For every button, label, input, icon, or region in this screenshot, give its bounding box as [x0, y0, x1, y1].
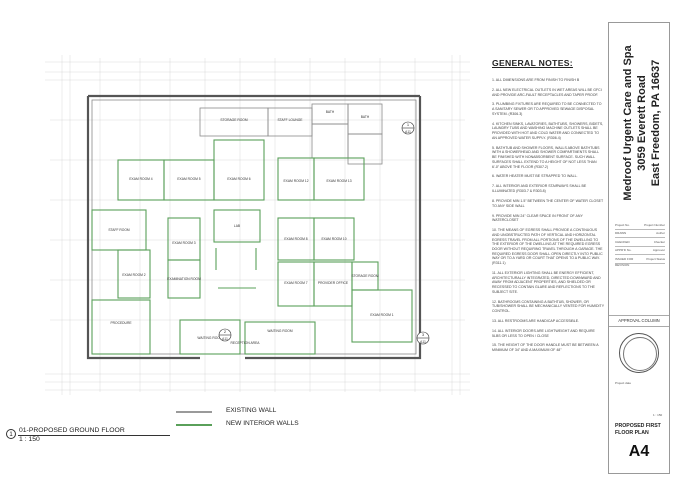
room-exam-12: EXAM ROOM 12	[283, 179, 308, 183]
revision-label: REVISION	[615, 263, 630, 267]
svg-text:A11: A11	[420, 340, 426, 344]
view-number: 1	[6, 429, 16, 439]
room-labels: STORAGE ROOM STAFF LOUNGE BATH BATH EXAM…	[108, 110, 393, 345]
row-value: Author	[656, 231, 665, 236]
room-exam-7: EXAM ROOM 7	[284, 281, 307, 285]
section-marker-3: 3 A11	[416, 331, 430, 345]
sheet-title: PROPOSED FIRST FLOOR PLAN	[615, 423, 661, 436]
new-wall-label: NEW INTERIOR WALLS	[226, 420, 299, 427]
view-title-underline	[18, 435, 170, 436]
section-marker-1: 1 A11	[401, 121, 415, 135]
room-exam-1: EXAM ROOM 1	[370, 313, 393, 317]
room-exam-13: EXAM ROOM 13	[326, 179, 351, 183]
room-bath-2: BATH	[361, 115, 370, 119]
section-marker-2: 2 A11	[218, 328, 232, 342]
svg-text:A11: A11	[222, 337, 228, 341]
new-interior-walls	[91, 139, 413, 355]
approval-column: APPROVAL COLUMN	[609, 315, 669, 327]
row-value: Project Status	[646, 256, 665, 261]
view-scale: 1 : 150	[19, 436, 40, 443]
note-item: 2. ALL NEW ELECTRICAL OUTLETS IN WET ARE…	[492, 87, 602, 97]
scale-label: 1 : 150	[653, 413, 663, 417]
note-item: 4. KITCHEN SINKS, LAVATORIES, BATHTUBS, …	[492, 121, 604, 140]
note-item: 11. ALL EXTERIOR LIGHTING SHALL BE ENERG…	[492, 270, 601, 294]
room-exam-2: EXAM ROOM 2	[122, 273, 145, 277]
note-item: 12. BATHROOMS CONTAINING A BATHTUB, SHOW…	[492, 299, 605, 314]
note-item: 9. PROVIDE MIN 24" CLEAR SPACE IN FRONT …	[492, 213, 583, 223]
note-item: 5. BATHTUB AND SHOWER FLOORS, WALLS ABOV…	[492, 145, 600, 169]
room-examination: EXAMINATION ROOM	[167, 277, 201, 281]
notes-title: GENERAL NOTES:	[492, 58, 573, 68]
row-label: Project No.	[615, 222, 630, 227]
project-date: Project date	[615, 381, 632, 385]
room-exam-6: EXAM ROOM 6	[227, 177, 250, 181]
notes-list: 1. ALL DIMENSIONS ARE FROM FINISH TO FIN…	[492, 78, 604, 353]
project-info: Medroof Urgent Care and Spa 3059 Everett…	[617, 27, 667, 217]
view-name: 01-PROPOSED GROUND FLOOR	[19, 427, 125, 434]
row-label: ISSUED FOR	[615, 256, 634, 261]
room-bath-1: BATH	[326, 110, 335, 114]
room-exam-5: EXAM ROOM 5	[177, 177, 200, 181]
row-value: Approver	[652, 248, 665, 253]
row-value: Project Number	[644, 222, 665, 227]
grid-lines	[45, 55, 470, 395]
floor-plan: STORAGE ROOM STAFF LOUNGE BATH BATH EXAM…	[45, 55, 470, 395]
title-block-row: ISSUED FOR Project Status	[615, 255, 665, 264]
room-exam-3: EXAM ROOM 3	[172, 241, 195, 245]
address-line-1: 3059 Everett Road	[636, 75, 648, 171]
title-block: Medroof Urgent Care and Spa 3059 Everett…	[608, 22, 670, 474]
note-item: 3. PLUMBING FIXTURES ARE REQUIRED TO BE …	[492, 102, 602, 116]
existing-wall-swatch	[176, 411, 212, 413]
room-exam-10: EXAM ROOM 10	[321, 237, 346, 241]
general-notes: GENERAL NOTES: 1. ALL DIMENSIONS ARE FRO…	[492, 58, 604, 358]
row-label: APPR'D No.	[615, 248, 632, 253]
room-provider-office: PROVIDER OFFICE	[318, 281, 349, 285]
svg-text:A11: A11	[405, 130, 411, 134]
room-staff-lounge: STAFF LOUNGE	[277, 118, 303, 122]
room-storage: STORAGE ROOM	[220, 118, 247, 122]
svg-text:3: 3	[422, 332, 425, 337]
row-label: DRAWN	[615, 231, 627, 236]
room-waiting: WAITING ROOM	[197, 336, 222, 340]
row-value: Checker	[653, 239, 665, 244]
existing-walls	[86, 94, 422, 360]
room-reception: RECEPTION AREA	[231, 341, 261, 345]
title-block-row: APPR'D No. Approver	[615, 247, 665, 255]
room-exam-8: EXAM ROOM 8	[284, 237, 307, 241]
title-block-row: CHECKED Checker	[615, 238, 665, 247]
new-wall-swatch	[176, 424, 212, 426]
room-procedure: PROCEDURE	[110, 321, 132, 325]
address-line-2: East Freedom, PA 16637	[650, 59, 662, 187]
svg-text:1: 1	[407, 122, 410, 127]
room-staff-room: STAFF ROOM	[108, 228, 130, 232]
row-label: CHECKED	[615, 239, 630, 244]
project-name: Medroof Urgent Care and Spa	[622, 45, 634, 201]
room-exam-4: EXAM ROOM 4	[129, 177, 152, 181]
room-storage-2: STORAGE ROOM	[351, 274, 378, 278]
note-item: 10. THE MEANS OF EGRESS SHALL PROVIDE A …	[492, 228, 603, 266]
approval-seal	[619, 333, 659, 373]
note-item: 14. ALL INTERIOR DOORS ARE LIGHTWEIGHT A…	[492, 328, 595, 338]
sheet-number: A4	[628, 443, 650, 460]
note-item: 6. WATER HEATER MUST BE STRAPPED TO WALL…	[492, 174, 578, 179]
note-item: 7. ALL INTERIOR AND EXTERIOR STAIRWAYS S…	[492, 184, 587, 194]
title-block-row: Project No. Project Number	[615, 221, 665, 230]
svg-text:2: 2	[224, 329, 227, 334]
note-item: 15. THE HEIGHT OF THE DOOR HANDLE MUST B…	[492, 343, 599, 353]
existing-walls-inner	[91, 99, 417, 355]
room-lab: LAB	[234, 224, 241, 228]
project-address-block: Medroof Urgent Care and Spa 3059 Everett…	[621, 30, 663, 216]
note-item: 1. ALL DIMENSIONS ARE FROM FINISH TO FIN…	[492, 78, 580, 82]
title-block-row: DRAWN Author	[615, 230, 665, 238]
note-item: 8. PROVIDE MIN 1.5" BETWEEN THE CENTER O…	[492, 198, 604, 208]
note-item: 13. ALL RESTROOMS ARE HANDICAP ACCESSIBL…	[492, 318, 580, 323]
room-waiting-2: WAITING ROOM	[267, 329, 292, 333]
existing-wall-label: EXISTING WALL	[226, 407, 277, 414]
